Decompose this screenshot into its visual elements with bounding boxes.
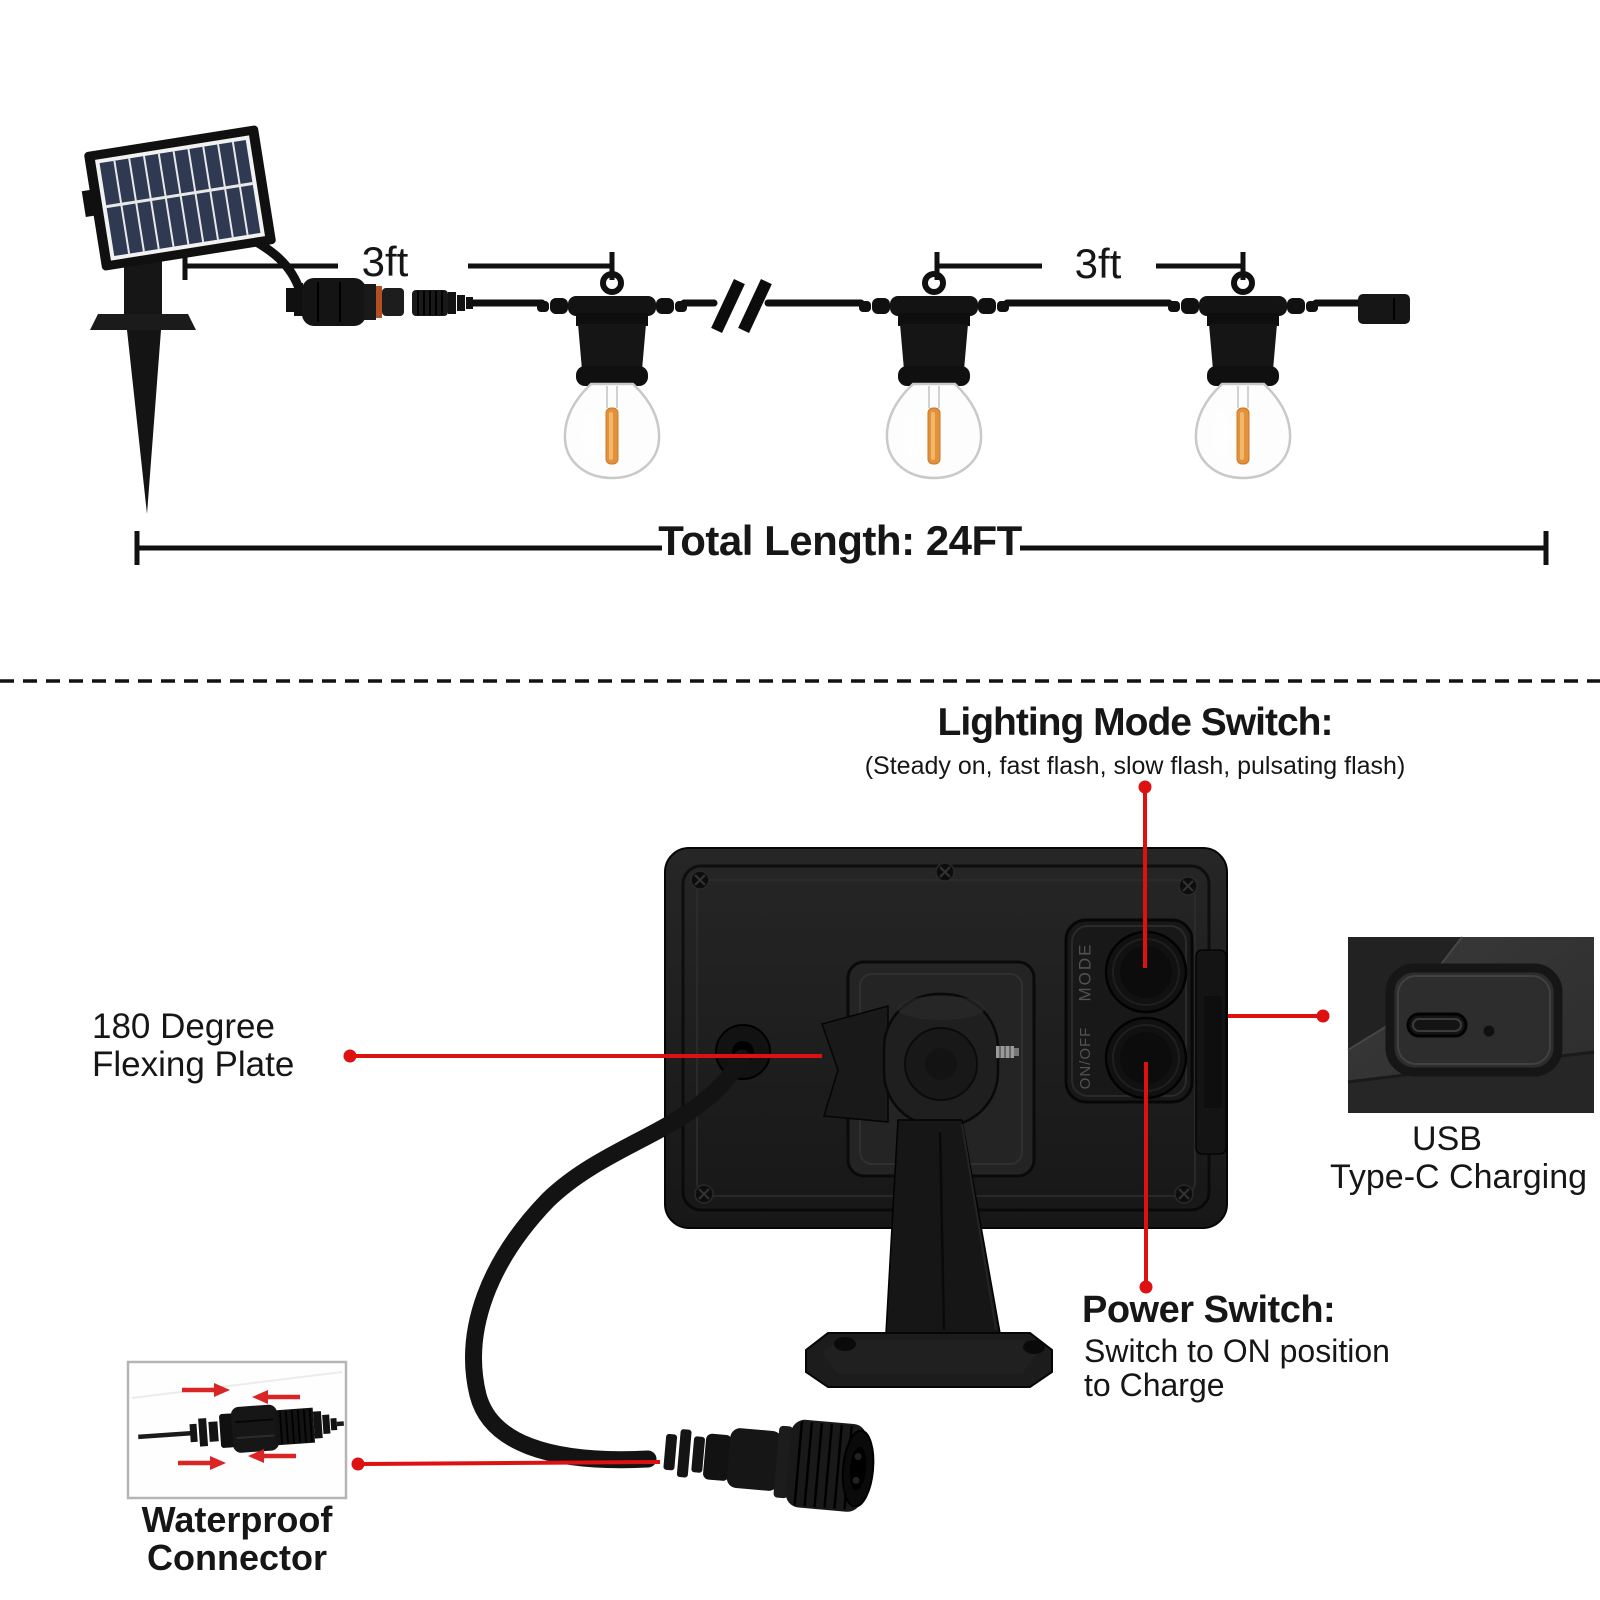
spacing-label-2: 3ft (1074, 240, 1122, 287)
string-connector-pair (286, 278, 473, 326)
solar-panel-stake (81, 125, 305, 514)
charge-indicator-led (1483, 1025, 1495, 1037)
power-switch-title: Power Switch: (1082, 1289, 1336, 1331)
flexing-plate-bracket (805, 960, 1053, 1388)
usb-label-line2: Type-C Charging (1330, 1158, 1588, 1196)
button-recess: MODE ON/OFF (1064, 918, 1194, 1104)
power-button-molded-label: ON/OFF (1077, 1027, 1094, 1090)
string-bulb-2 (859, 274, 1009, 478)
solar-panel (81, 125, 276, 271)
wire-break-mark (711, 278, 772, 334)
string-bulb-1 (537, 274, 687, 478)
lighting-mode-subtitle: (Steady on, fast flash, slow flash, puls… (864, 752, 1406, 780)
annotation-lines (350, 787, 1320, 1466)
string-light-diagram (81, 125, 1549, 565)
mode-button-molded-label: MODE (1075, 943, 1094, 1002)
push-arrows (178, 1383, 300, 1470)
solar-box-back-view: MODE ON/OFF (465, 847, 1228, 1512)
dimension-lines (182, 252, 1246, 280)
waterproof-connector-plug (663, 1419, 875, 1512)
waterproof-inset (126, 1360, 348, 1500)
adjustment-screw (996, 1046, 1019, 1058)
waterproof-label-line1: Waterproof (141, 1499, 333, 1540)
power-switch-line1: Switch to ON position (1084, 1333, 1390, 1369)
usb-inset-photo (1347, 936, 1595, 1113)
output-cable (465, 1049, 751, 1469)
string-bulb-3 (1168, 274, 1318, 478)
waterproof-label-line2: Connector (147, 1537, 327, 1578)
total-length-line (134, 531, 1549, 565)
flexing-plate-label-line2: Flexing Plate (92, 1045, 295, 1084)
waterproof-pointer-line (357, 1460, 661, 1466)
total-length-label: Total Length: 24FT (658, 517, 1022, 564)
connector-seal-ring (376, 286, 382, 318)
ground-spike (127, 330, 161, 514)
usb-c-port (1406, 1012, 1468, 1038)
inset-connector (138, 1404, 344, 1453)
string-end-cap (1358, 294, 1410, 324)
flexing-plate-label-line1: 180 Degree (92, 1007, 275, 1046)
usb-cover-tab (1195, 949, 1227, 1155)
spacing-label-1: 3ft (361, 238, 409, 285)
mount-base-plate (805, 1332, 1053, 1388)
lighting-mode-title: Lighting Mode Switch: (937, 701, 1334, 744)
annotation-dots (343, 780, 1330, 1471)
usb-label-line1: USB (1412, 1120, 1482, 1158)
power-switch-line2: to Charge (1084, 1367, 1225, 1403)
